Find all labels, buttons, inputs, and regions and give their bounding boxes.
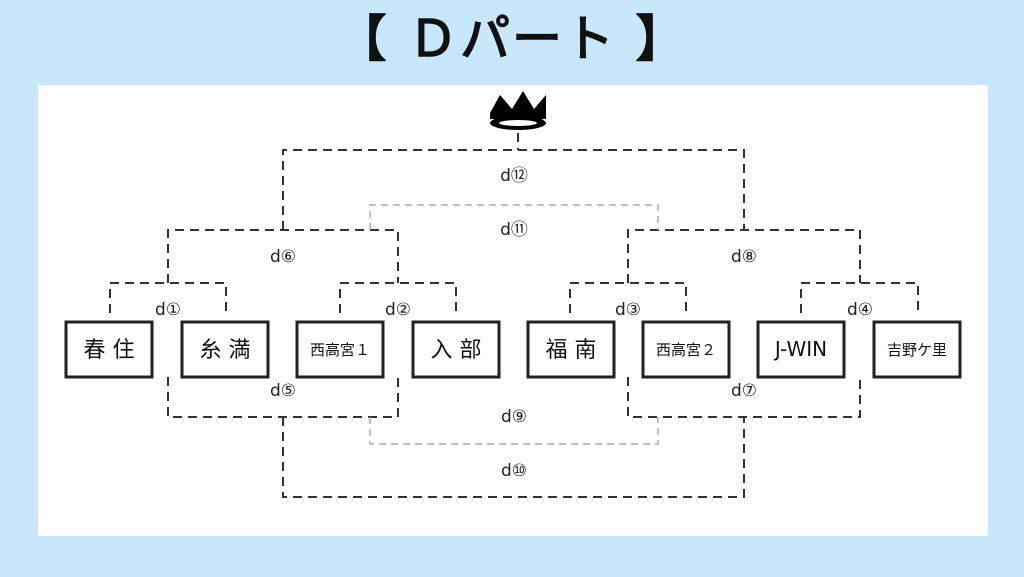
team-name: 入 部 — [431, 338, 482, 363]
upper-bracket-lines — [109, 133, 919, 313]
match-label-d2: d② — [385, 300, 411, 320]
team-box-t3: 西高宮１ — [295, 320, 385, 379]
match-label-d8: d⑧ — [731, 247, 757, 267]
match-label-d11: d⑪ — [500, 220, 528, 240]
team-name: 糸 満 — [200, 338, 251, 363]
lower-bracket-lines — [167, 377, 861, 498]
team-box-t7: J-WIN — [756, 320, 846, 379]
tournament-bracket: d① d② d③ d④ d⑥ d⑧ d⑪ d⑫ d⑤ d⑦ d⑨ d⑩ 春 住 … — [64, 91, 962, 498]
match-label-d6: d⑥ — [270, 247, 296, 267]
team-boxes: 春 住 糸 満 西高宮１ 入 部 福 南 西高宮２ — [64, 320, 962, 379]
lower-consolation-lines — [369, 417, 659, 445]
team-name: 西高宮１ — [310, 341, 370, 359]
team-name: 西高宮２ — [656, 341, 716, 359]
match-label-d1: d① — [155, 300, 181, 320]
match-label-d5: d⑤ — [270, 381, 296, 401]
team-box-t1: 春 住 — [64, 320, 154, 379]
team-name: 福 南 — [546, 338, 597, 363]
team-box-t6: 西高宮２ — [641, 320, 731, 379]
match-label-d4: d④ — [847, 300, 873, 320]
match-label-d7: d⑦ — [731, 381, 757, 401]
crown-icon — [490, 91, 546, 130]
team-box-t4: 入 部 — [411, 320, 501, 379]
match-labels: d① d② d③ d④ d⑥ d⑧ d⑪ d⑫ d⑤ d⑦ d⑨ d⑩ — [155, 166, 873, 481]
team-name: 吉野ケ里 — [887, 341, 947, 359]
team-box-t2: 糸 満 — [180, 320, 270, 379]
team-box-t5: 福 南 — [526, 320, 616, 379]
upper-consolation-lines — [369, 204, 659, 230]
team-box-t8: 吉野ケ里 — [872, 320, 962, 379]
page-title: 【 Ｄパート 】 — [336, 10, 688, 68]
team-name: 春 住 — [84, 338, 135, 363]
team-name: J-WIN — [773, 337, 827, 361]
match-label-d10: d⑩ — [501, 461, 527, 481]
match-label-d12: d⑫ — [500, 166, 528, 186]
match-label-d3: d③ — [615, 300, 641, 320]
bracket-panel: d① d② d③ d④ d⑥ d⑧ d⑪ d⑫ d⑤ d⑦ d⑨ d⑩ 春 住 … — [38, 85, 988, 536]
match-label-d9: d⑨ — [501, 407, 527, 427]
